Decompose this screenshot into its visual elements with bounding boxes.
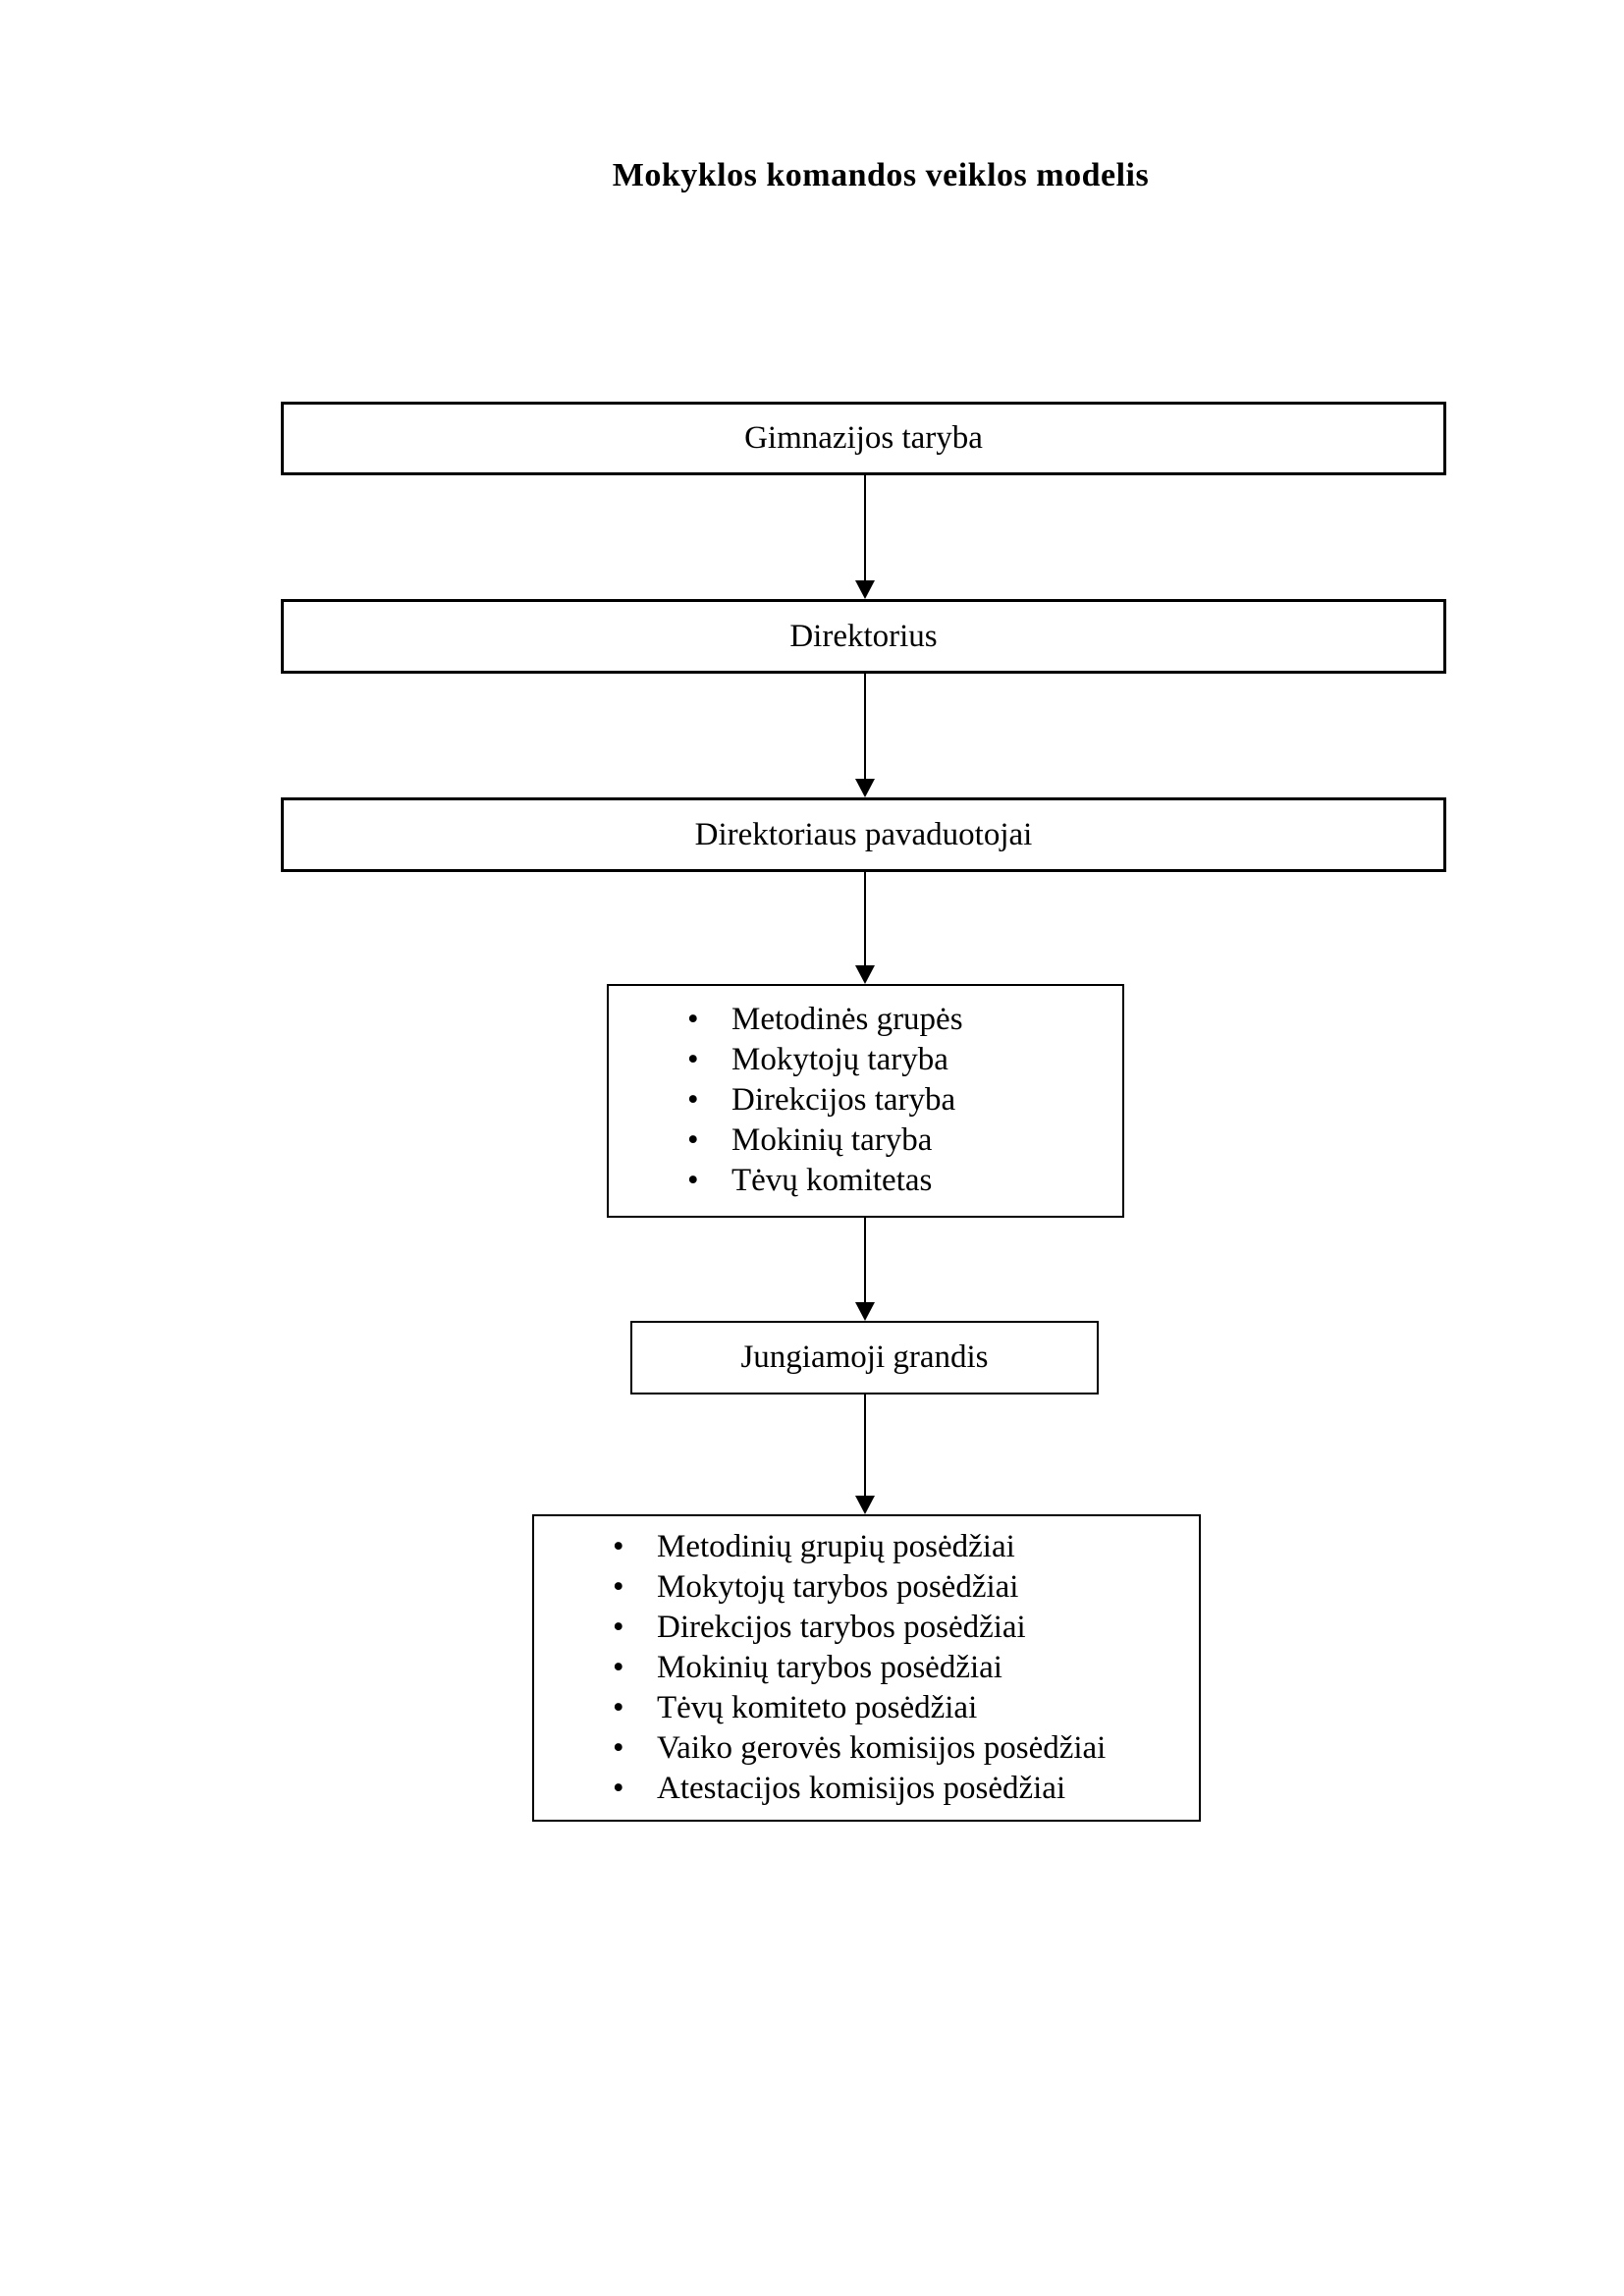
arrow-stem (864, 674, 866, 779)
list-item: Metodinės grupės (609, 1000, 1122, 1040)
posedziai-bullet-list: Metodinių grupių posėdžiai Mokytojų tary… (534, 1527, 1199, 1809)
arrow-stem (864, 1218, 866, 1302)
arrow-stem (864, 475, 866, 580)
arrow-stem (864, 1394, 866, 1496)
flow-box-gimnazijos-taryba: Gimnazijos taryba (281, 402, 1446, 475)
flow-box-posedziai-list: Metodinių grupių posėdžiai Mokytojų tary… (532, 1514, 1201, 1822)
flow-box-label: Jungiamoji grandis (740, 1339, 989, 1375)
list-item: Mokytojų tarybos posėdžiai (534, 1567, 1199, 1608)
arrow-head-icon (855, 580, 875, 599)
list-item: Vaiko gerovės komisijos posėdžiai (534, 1728, 1199, 1769)
list-item: Direkcijos taryba (609, 1080, 1122, 1121)
list-item: Mokytojų taryba (609, 1040, 1122, 1080)
flow-box-direktoriaus-pavaduotojai: Direktoriaus pavaduotojai (281, 797, 1446, 872)
down-arrow-connector-4 (855, 1218, 875, 1321)
diagram-title: Mokyklos komandos veiklos modelis (612, 157, 1150, 193)
flow-box-jungiamoji-grandis: Jungiamoji grandis (630, 1321, 1099, 1394)
arrow-head-icon (855, 1302, 875, 1321)
list-item: Tėvų komiteto posėdžiai (534, 1688, 1199, 1728)
flow-box-label: Direktorius (789, 618, 938, 654)
flow-box-direktorius: Direktorius (281, 599, 1446, 674)
tarybos-bullet-list: Metodinės grupės Mokytojų taryba Direkci… (609, 1000, 1122, 1201)
arrow-head-icon (855, 1496, 875, 1514)
list-item: Mokinių taryba (609, 1121, 1122, 1161)
list-item: Atestacijos komisijos posėdžiai (534, 1769, 1199, 1809)
list-item: Mokinių tarybos posėdžiai (534, 1648, 1199, 1688)
arrow-head-icon (855, 965, 875, 984)
down-arrow-connector-3 (855, 872, 875, 984)
flow-box-label: Gimnazijos taryba (744, 420, 983, 456)
list-item: Tėvų komitetas (609, 1161, 1122, 1201)
arrow-stem (864, 872, 866, 965)
list-item: Metodinių grupių posėdžiai (534, 1527, 1199, 1567)
down-arrow-connector-1 (855, 475, 875, 599)
down-arrow-connector-5 (855, 1394, 875, 1514)
flow-box-tarybos-list: Metodinės grupės Mokytojų taryba Direkci… (607, 984, 1124, 1218)
arrow-head-icon (855, 779, 875, 797)
down-arrow-connector-2 (855, 674, 875, 797)
list-item: Direkcijos tarybos posėdžiai (534, 1608, 1199, 1648)
flow-box-label: Direktoriaus pavaduotojai (694, 816, 1033, 852)
